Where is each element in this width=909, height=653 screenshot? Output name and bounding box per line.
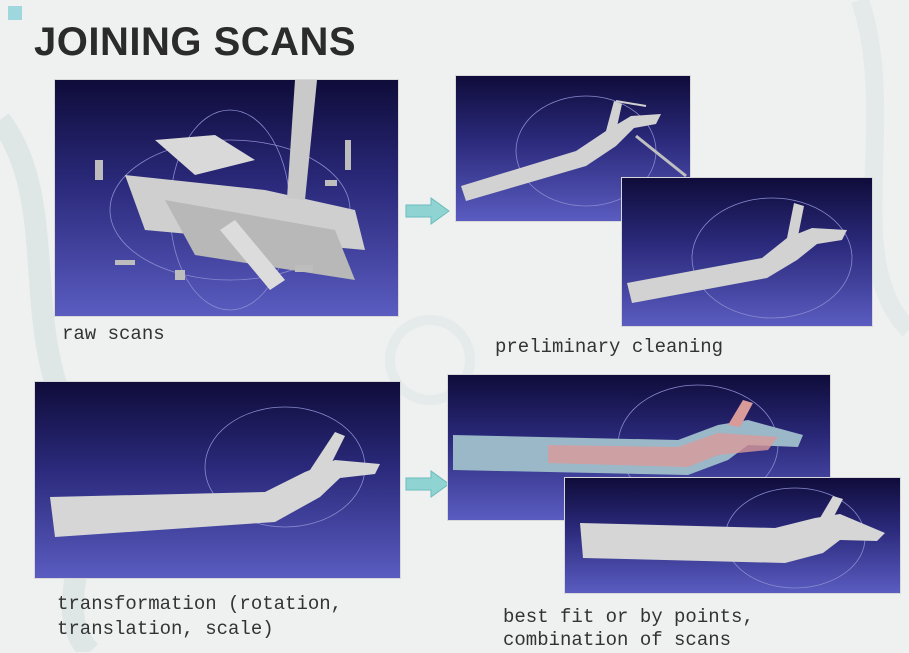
cleaning-caption: preliminary cleaning — [495, 335, 723, 360]
arrow-right-icon — [405, 470, 450, 498]
slide-title: JOINING SCANS — [34, 20, 356, 65]
corner-square-decoration — [8, 6, 22, 20]
transformation-caption-line2: translation, scale) — [57, 617, 274, 642]
transformation-caption-line1: transformation (rotation, — [57, 592, 342, 617]
raw-scans-image — [55, 80, 398, 316]
bestfit-caption-line1: best fit or by points, — [503, 605, 754, 630]
bestfit-caption-line2: combination of scans — [503, 628, 731, 653]
raw-scans-caption: raw scans — [62, 322, 165, 347]
arrow-right-icon — [405, 197, 450, 225]
cleaned-arm-image-2 — [622, 178, 872, 326]
transformed-arm-image — [35, 382, 400, 578]
transformation-viewport — [35, 382, 400, 578]
final-arm-image — [565, 478, 900, 593]
bestfit-viewport-2 — [565, 478, 900, 593]
cleaning-viewport-2 — [622, 178, 872, 326]
raw-scans-viewport — [55, 80, 398, 316]
